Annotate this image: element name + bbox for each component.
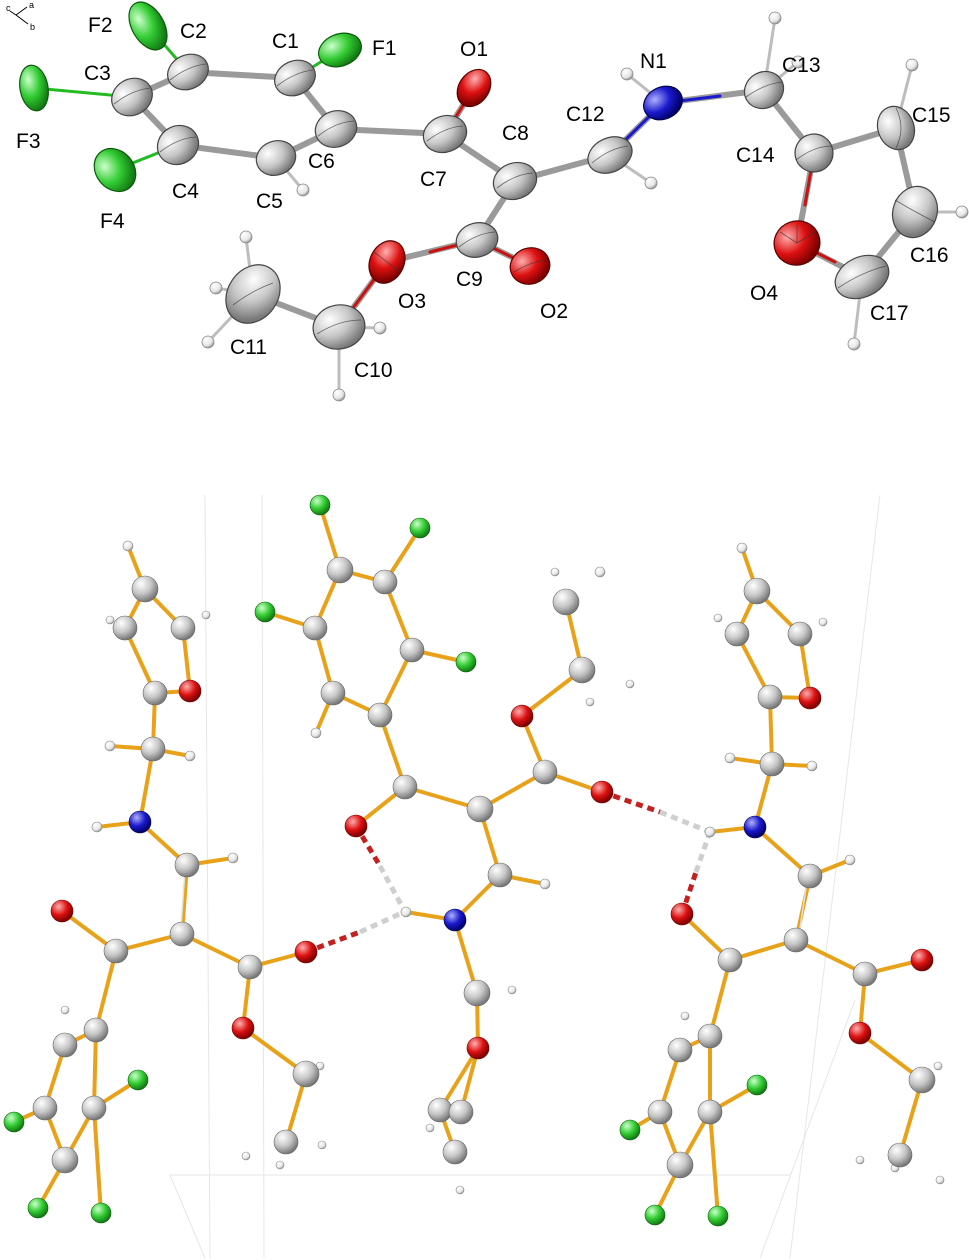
atom-label: O1: [460, 38, 488, 61]
axis-indicator: c a b: [6, 0, 35, 32]
atom-label: C1: [272, 30, 299, 53]
atom-label: C12: [566, 103, 605, 126]
atom-label: C10: [354, 359, 393, 382]
atom-label: F4: [100, 210, 125, 233]
packing-hydrogens: [60, 540, 945, 1195]
atom-label: C3: [84, 62, 111, 85]
atom-label: C5: [256, 190, 283, 213]
ortep-atoms: [19, 1, 969, 402]
atom-label: F3: [16, 130, 41, 153]
packing-fluorines: [3, 494, 768, 1227]
atom-label: C15: [912, 104, 951, 127]
atom-label: O3: [398, 290, 426, 313]
packing-oxygens: [50, 679, 934, 1060]
axis-label-c: c: [6, 3, 11, 13]
atom-label: C9: [456, 268, 483, 291]
packing-nitrogens: [128, 810, 767, 932]
axis-label-b: b: [30, 22, 35, 32]
atom-label: C16: [910, 244, 949, 267]
atom-label: C2: [180, 20, 207, 43]
atom-label: O4: [750, 282, 778, 305]
double-bond-highlights: [180, 869, 808, 936]
atom-label: F2: [88, 14, 113, 37]
atom-label: C17: [870, 302, 909, 325]
atom-label: N1: [640, 50, 667, 73]
atom-label: C14: [736, 144, 775, 167]
atom-label: C8: [502, 122, 529, 145]
atom-label: C7: [420, 168, 447, 191]
packing-carbons: [32, 556, 936, 1179]
atom-label: F1: [372, 37, 397, 60]
atom-label: C4: [172, 180, 199, 203]
ortep-molecule: c a b: [6, 0, 969, 402]
atom-label: C13: [782, 54, 821, 77]
atom-label: C11: [230, 336, 267, 359]
atom-labels: F2 C2 C1 F1 O1 N1 C13 C3 F3 C6 C8 C12 C1…: [16, 14, 951, 382]
atom-label: O2: [540, 300, 568, 323]
hydrogen-bonds: [305, 789, 713, 955]
atom-label: C6: [308, 150, 335, 173]
packing-diagram: [3, 494, 945, 1259]
axis-label-a: a: [29, 0, 34, 10]
